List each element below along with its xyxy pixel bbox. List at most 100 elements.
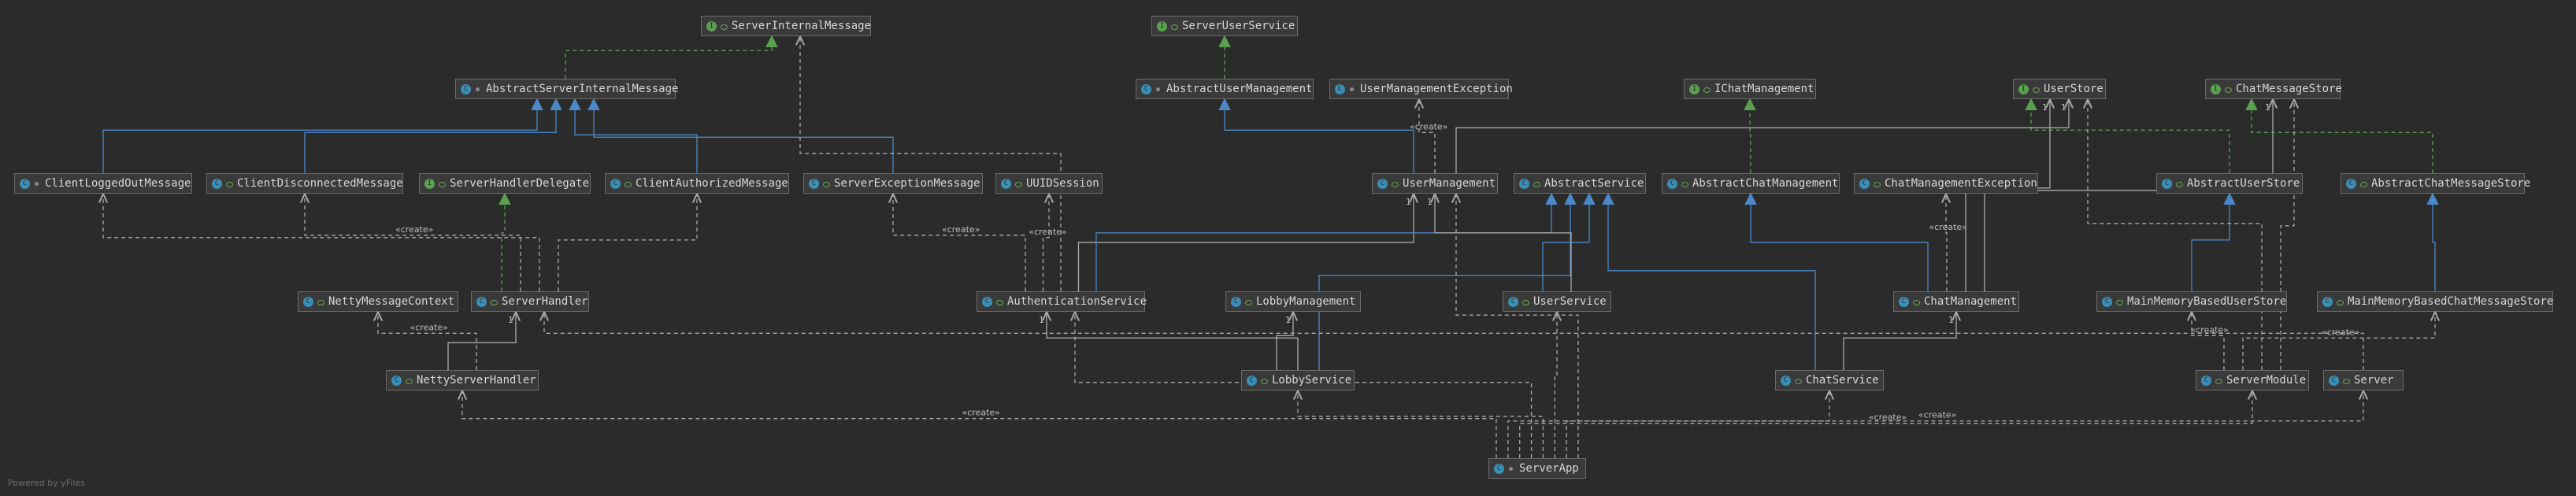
multiplicity-label: 1 bbox=[508, 315, 513, 325]
class-icon: C bbox=[1519, 178, 1529, 189]
edge-main-memory-based-chat-message-store-to-abstract-chat-message-store bbox=[2426, 192, 2439, 291]
edge-server-app-to-netty-server-handler bbox=[462, 391, 1497, 458]
edge-chat-service-to-chat-management bbox=[1844, 312, 1956, 370]
multiplicity-label: 1 bbox=[1039, 315, 1044, 325]
class-icon: C bbox=[1141, 83, 1151, 94]
edge-chat-service-to-abstract-service bbox=[1602, 192, 1816, 370]
node-label: AbstractUserStore bbox=[2187, 177, 2300, 190]
node-label: UserManagement bbox=[1403, 177, 1496, 190]
edge-authentication-service-to-server-exception-message bbox=[893, 194, 1026, 291]
create-label: «create» bbox=[410, 322, 448, 332]
public-visibility-icon bbox=[2175, 180, 2183, 187]
multiplicity-label: 1 bbox=[1948, 315, 1954, 325]
public-visibility-icon bbox=[1533, 180, 1540, 187]
edge-client-logged-out-message-to-abstract-server-internal-message bbox=[102, 98, 543, 173]
edge-authentication-service-to-user-management bbox=[1079, 194, 1414, 291]
edge-client-disconnected-message-to-abstract-server-internal-message bbox=[304, 98, 562, 173]
edge-abstract-server-internal-message-to-server-internal-message bbox=[565, 35, 778, 79]
class-icon: C bbox=[982, 296, 992, 307]
public-visibility-icon bbox=[1391, 180, 1399, 187]
edge-server-to-server-handler bbox=[544, 312, 2364, 370]
edge-user-service-to-abstract-service bbox=[1542, 192, 1596, 291]
node-abstract-chat-message-store[interactable]: C AbstractChatMessageStore bbox=[2341, 173, 2530, 194]
public-visibility-icon bbox=[624, 180, 632, 187]
class-icon: C bbox=[1667, 178, 1677, 189]
node-main-memory-based-chat-message-store[interactable]: C MainMemoryBasedChatMessageStore bbox=[2317, 291, 2553, 312]
class-icon: C bbox=[461, 83, 471, 94]
edge-main-memory-based-user-store-to-abstract-user-store bbox=[2191, 192, 2236, 291]
node-label: Server bbox=[2354, 374, 2394, 387]
edge-server-app-to-user-management bbox=[1456, 194, 1579, 458]
node-label: MainMemoryBasedChatMessageStore bbox=[2348, 295, 2554, 308]
node-label: ServerHandlerDelegate bbox=[450, 177, 590, 190]
class-icon: C bbox=[2162, 178, 2172, 189]
node-label: ClientLoggedOutMessage bbox=[45, 177, 191, 190]
interface-icon: I bbox=[1157, 20, 1167, 31]
class-icon: C bbox=[212, 178, 222, 189]
package-visibility-icon bbox=[1348, 86, 1355, 93]
edge-server-app-to-server-module bbox=[1519, 391, 2252, 458]
node-label: UserStore bbox=[2044, 83, 2103, 95]
public-visibility-icon bbox=[2224, 86, 2232, 93]
class-icon: C bbox=[476, 296, 487, 307]
node-abstract-user-store[interactable]: C AbstractUserStore bbox=[2156, 173, 2303, 194]
public-visibility-icon bbox=[225, 180, 233, 187]
node-label: ServerExceptionMessage bbox=[834, 177, 980, 190]
multiplicity-label: 1 bbox=[2265, 102, 2270, 113]
edge-chat-management-to-chat-management-exception bbox=[1946, 194, 1947, 291]
public-visibility-icon bbox=[317, 298, 324, 305]
class-icon: C bbox=[2346, 178, 2356, 189]
interface-icon: I bbox=[1689, 83, 1699, 94]
public-visibility-icon bbox=[2115, 298, 2123, 305]
public-visibility-icon bbox=[1681, 180, 1688, 187]
node-label: AbstractChatMessageStore bbox=[2371, 177, 2531, 190]
multiplicity-label: 1 bbox=[1427, 197, 1433, 207]
edge-netty-server-handler-to-server-handler bbox=[448, 312, 516, 370]
class-icon: C bbox=[2322, 296, 2333, 307]
package-visibility-icon bbox=[1507, 465, 1514, 472]
edge-server-module-to-user-store bbox=[2088, 99, 2263, 370]
create-label: «create» bbox=[1869, 413, 1907, 423]
class-icon: C bbox=[1335, 83, 1345, 94]
public-visibility-icon bbox=[1703, 86, 1711, 93]
edge-user-service-to-user-management bbox=[1435, 194, 1571, 291]
create-label: «create» bbox=[2322, 327, 2359, 337]
edge-server-module-to-main-memory-based-chat-message-store bbox=[2242, 312, 2435, 370]
class-icon: C bbox=[1494, 463, 1504, 474]
edge-netty-server-handler-to-netty-message-context bbox=[378, 312, 477, 370]
edge-server-handler-to-client-authorized-message bbox=[558, 194, 697, 291]
public-visibility-icon bbox=[822, 180, 830, 187]
public-visibility-icon bbox=[1014, 180, 1022, 187]
